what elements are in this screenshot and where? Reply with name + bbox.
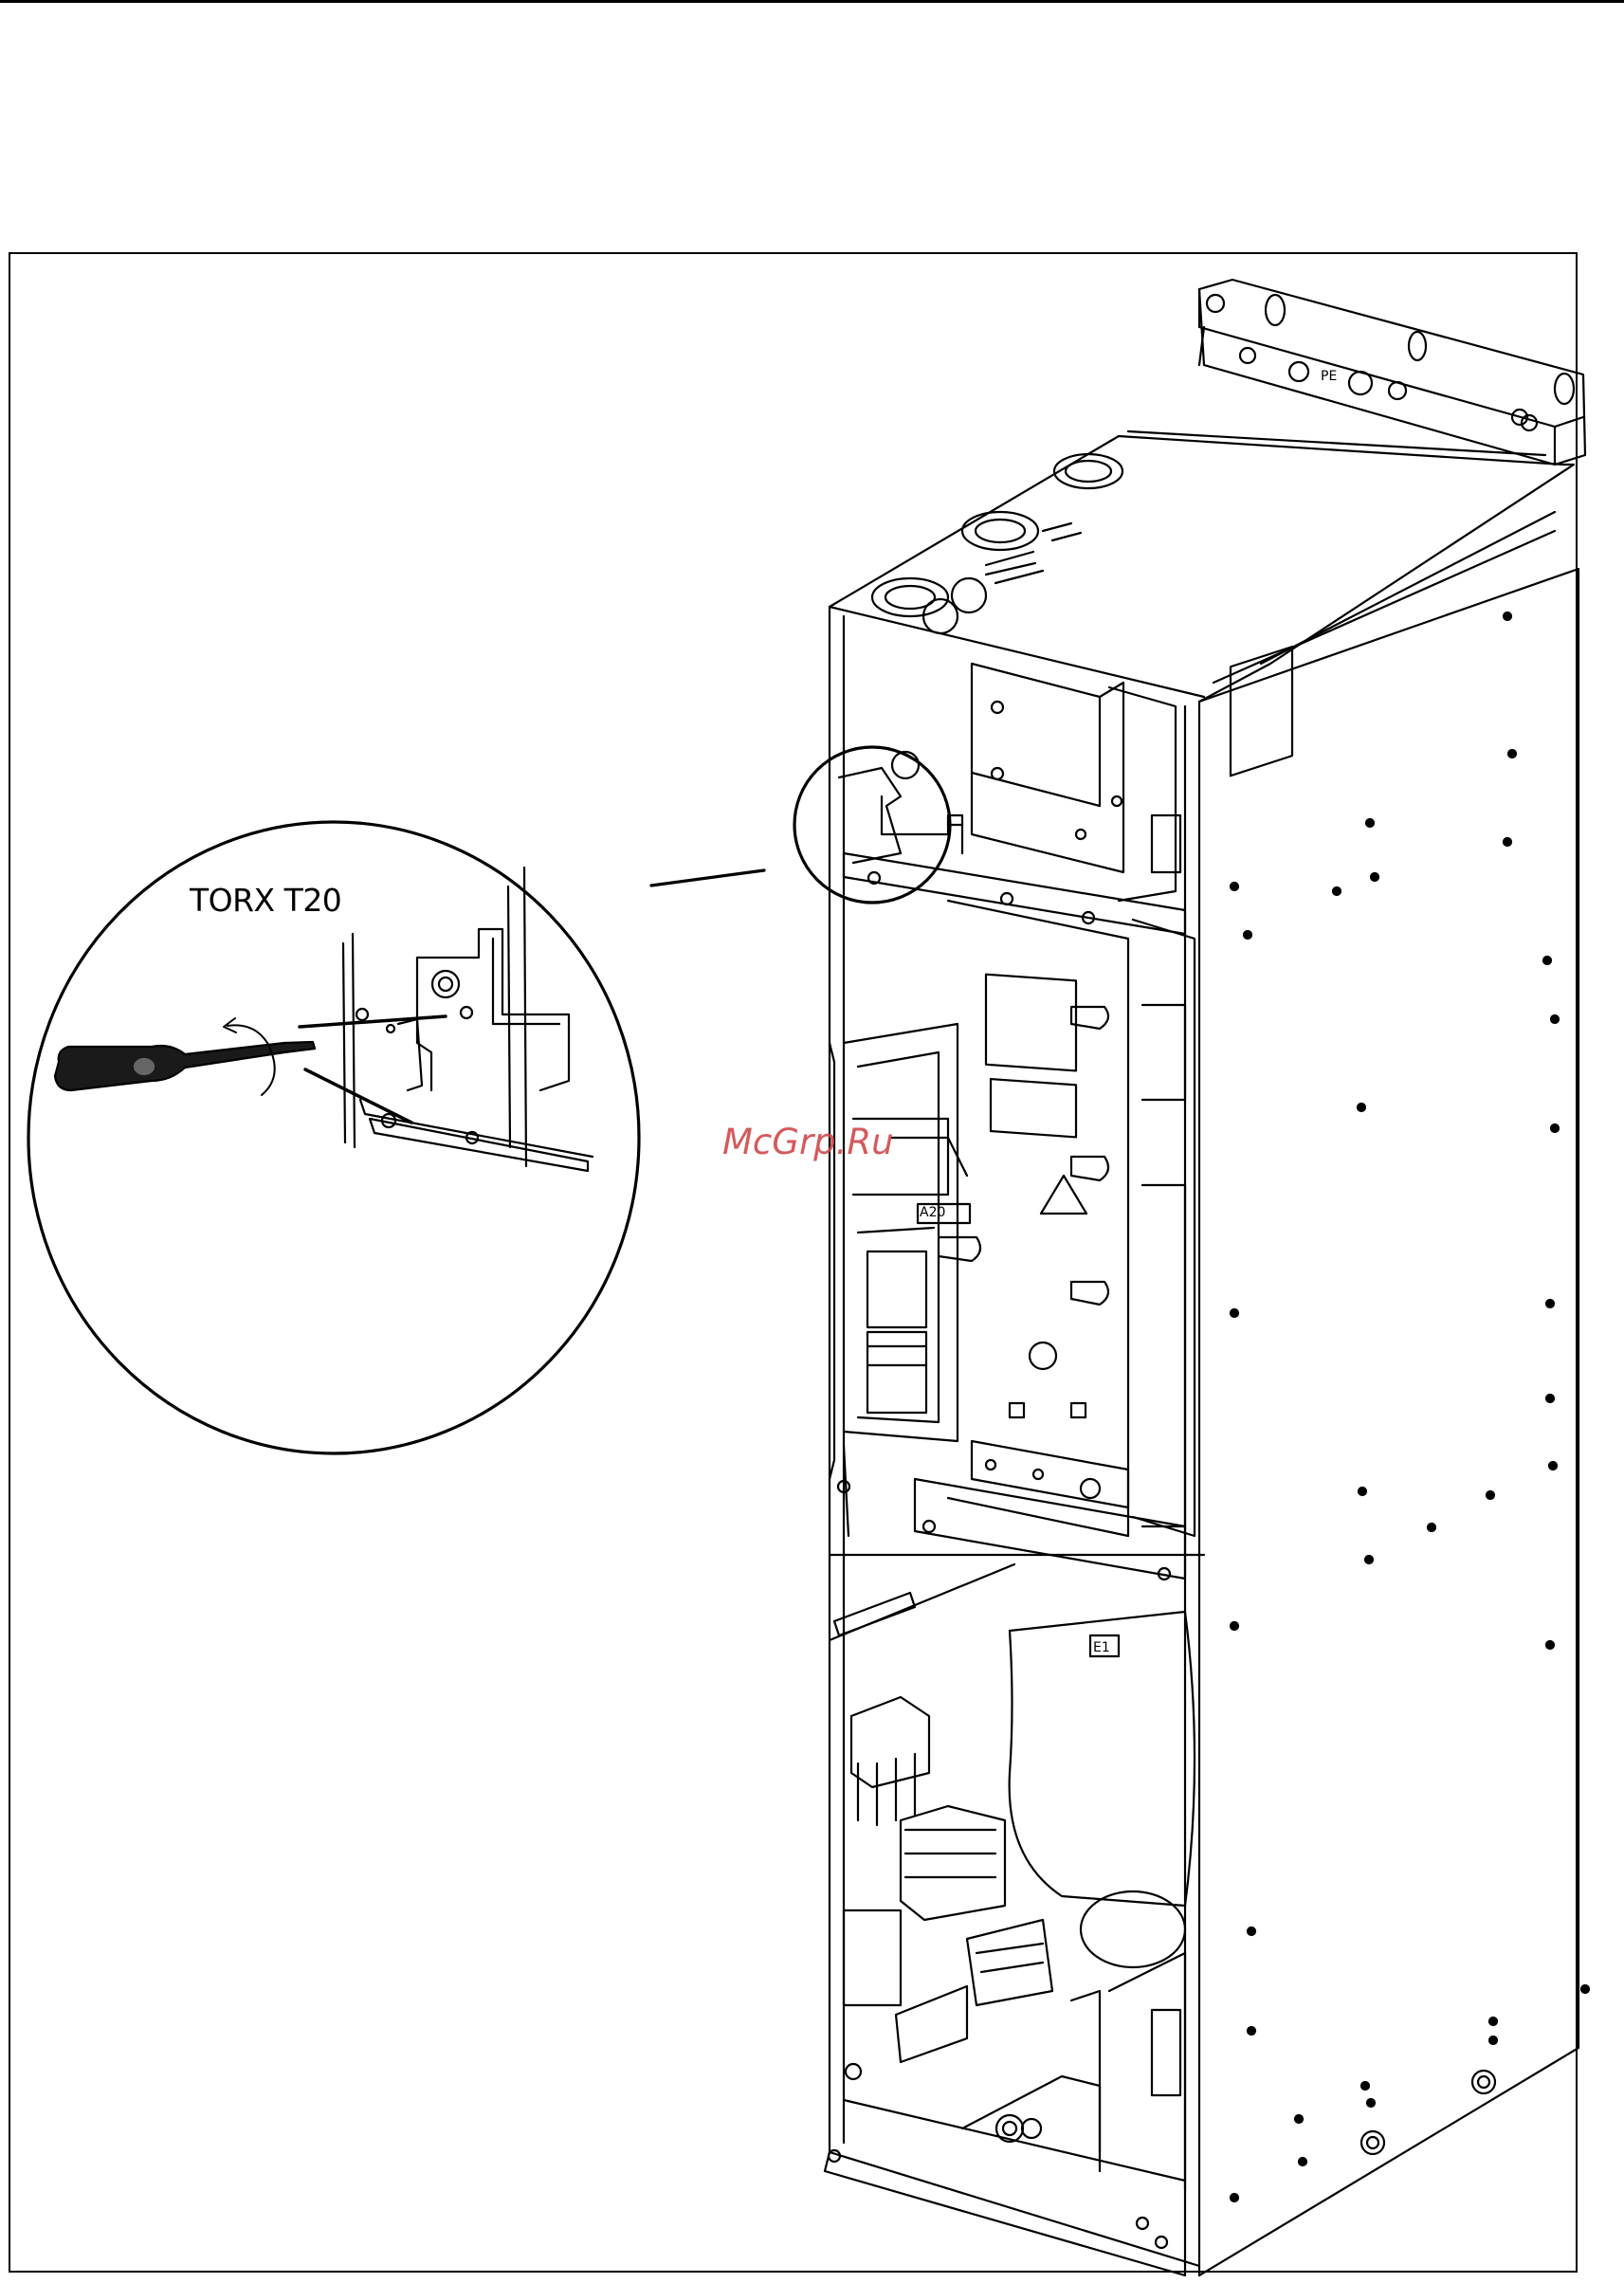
watermark: McGrp.Ru [722,1122,894,1162]
torx-tool-label: TORX T20 [190,882,341,919]
detail-callout-circle [28,822,764,1453]
e1-label: E1 [1093,1640,1110,1655]
drive-cabinet [794,280,1589,2275]
a20-label: A20 [920,1205,945,1220]
pe-label: PE [1321,369,1337,384]
